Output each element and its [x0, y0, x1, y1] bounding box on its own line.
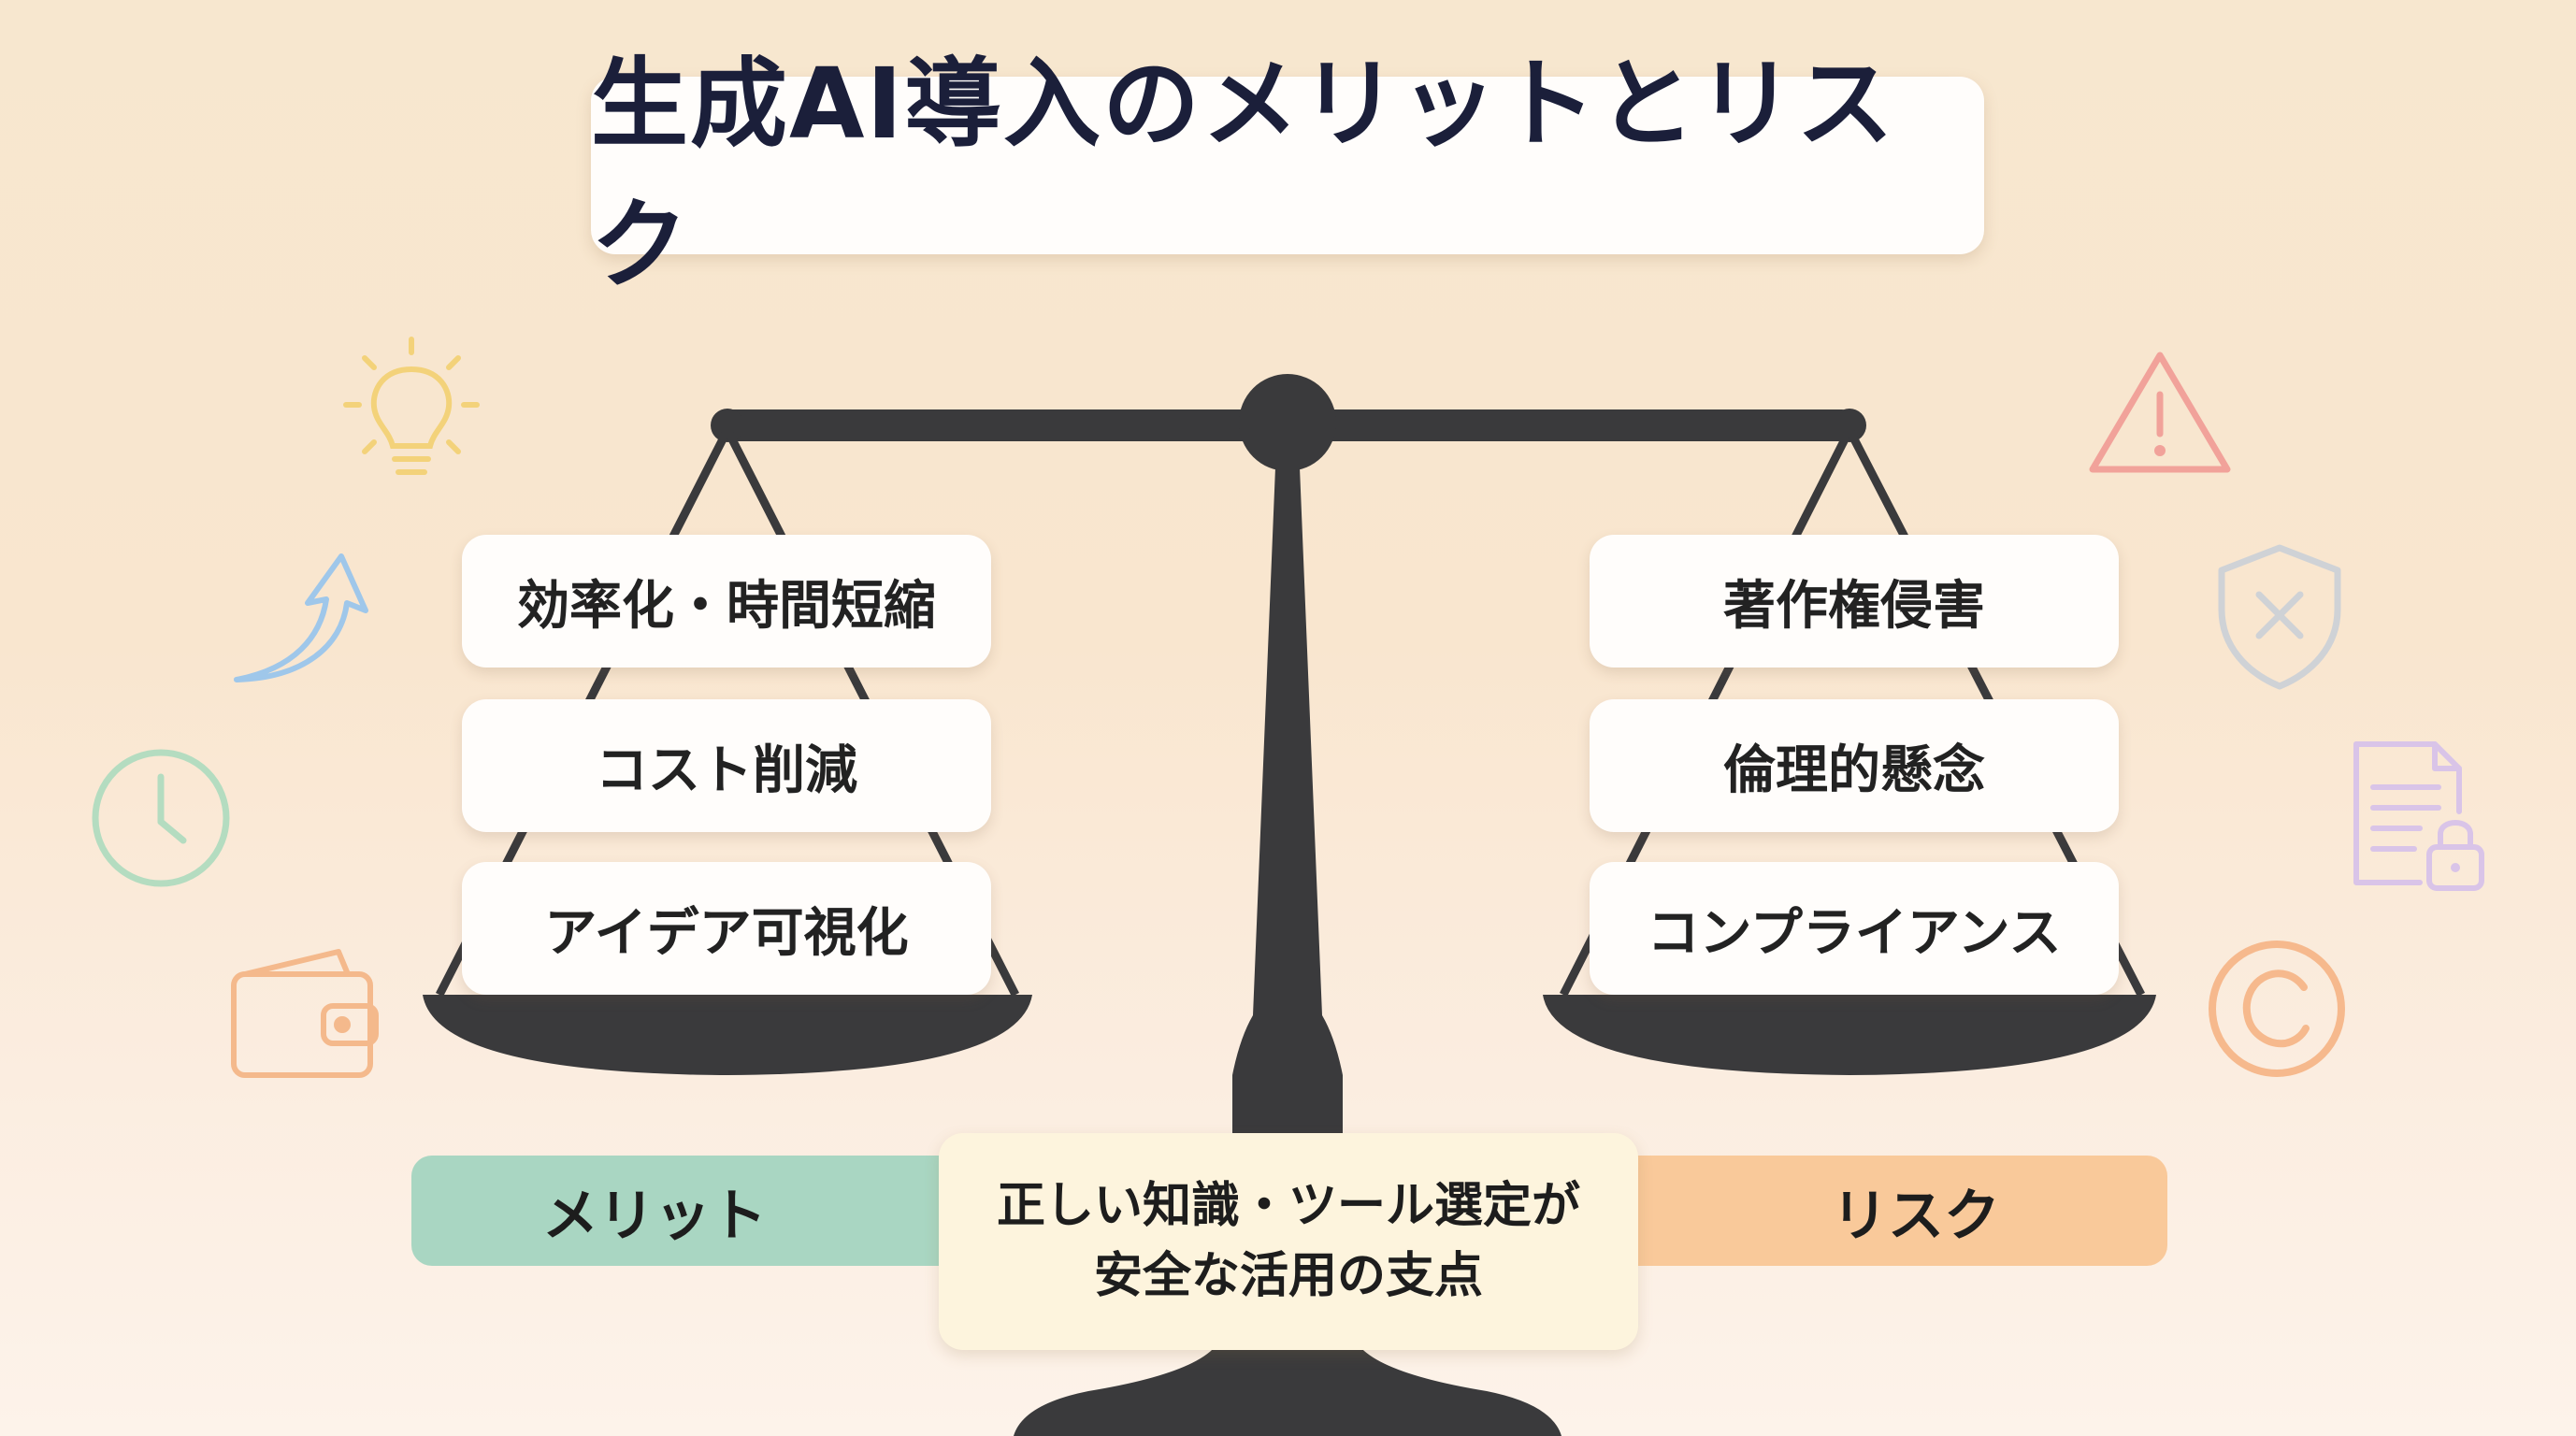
beam-end-right [1833, 409, 1866, 442]
fulcrum-note-line1: 正しい知識・ツール選定が [996, 1177, 1580, 1234]
merit-label-band: メリット [411, 1156, 991, 1266]
title-card: 生成AI導入のメリットとリスク [591, 47, 1984, 302]
shield-x-icon [2218, 544, 2341, 690]
fulcrum-note: 正しい知識・ツール選定が 安全な活用の支点 [939, 1133, 1638, 1350]
risk-label-band: リスク [1580, 1156, 2167, 1266]
merit-label: メリット [542, 1183, 767, 1249]
risk-card: 著作権侵害 [1590, 535, 2119, 668]
lightbulb-icon [343, 337, 480, 475]
risk-label: リスク [1832, 1183, 2000, 1249]
wallet-icon [231, 949, 379, 1078]
merit-card: アイデア可視化 [462, 862, 991, 995]
merit-card: コスト削減 [462, 699, 991, 832]
clock-icon [92, 749, 230, 887]
risk-card: 倫理的懸念 [1590, 699, 2119, 832]
copyright-icon [2209, 941, 2345, 1077]
fulcrum-note-line2: 安全な活用の支点 [1093, 1248, 1483, 1304]
scale-pivot [1239, 374, 1336, 471]
beam-end-left [711, 409, 744, 442]
page-title: 生成AI導入のメリットとリスク [591, 47, 1896, 302]
scale-base [1014, 1346, 1561, 1436]
scale-post [1232, 467, 1343, 1141]
right-pan [1543, 995, 2156, 1075]
warning-icon [2089, 352, 2231, 473]
merit-card: 効率化・時間短縮 [462, 535, 991, 668]
left-pan [423, 995, 1032, 1075]
document-lock-icon [2353, 741, 2484, 891]
risk-card: コンプライアンス [1590, 862, 2119, 995]
arrow-up-icon [234, 553, 368, 682]
